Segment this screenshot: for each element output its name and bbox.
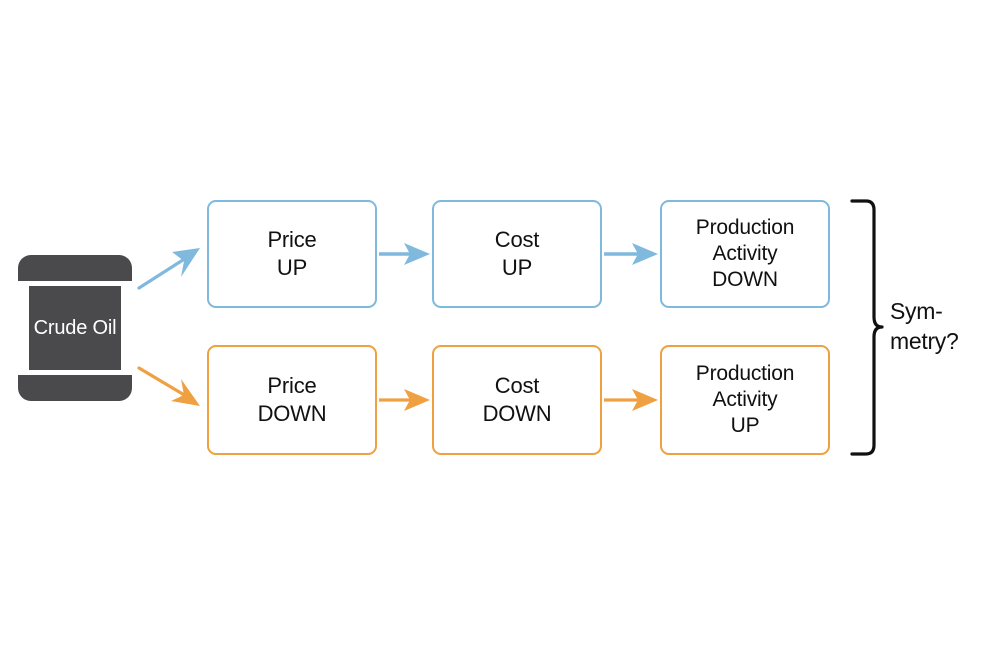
node-production-activity-down-label: Production Activity DOWN [695, 216, 795, 291]
barrel-top-rim [18, 255, 132, 281]
node-cost-up-label: Cost UP [494, 227, 540, 280]
right-curly-brace-icon [850, 199, 884, 456]
node-price-down[interactable]: Price DOWN [207, 345, 377, 455]
node-production-activity-up[interactable]: Production Activity UP [660, 345, 830, 455]
arrow-cost-down-to-production-up [604, 389, 658, 411]
node-cost-down[interactable]: Cost DOWN [432, 345, 602, 455]
node-production-activity-down[interactable]: Production Activity DOWN [660, 200, 830, 308]
oil-barrel-icon: Crude Oil [18, 255, 132, 401]
crude-oil-label: Crude Oil [33, 316, 117, 339]
node-production-activity-up-label: Production Activity UP [695, 362, 795, 437]
node-price-up-label: Price UP [267, 227, 317, 280]
diagonal-up-arrow [137, 248, 200, 290]
node-price-up[interactable]: Price UP [207, 200, 377, 308]
arrow-price-up-to-cost-up [379, 243, 430, 265]
node-cost-up[interactable]: Cost UP [432, 200, 602, 308]
diagonal-down-arrow [137, 366, 200, 406]
barrel-bottom-rim [18, 375, 132, 401]
node-price-down-label: Price DOWN [257, 373, 327, 426]
barrel-body: Crude Oil [29, 286, 121, 370]
arrow-price-down-to-cost-down [379, 389, 430, 411]
arrow-cost-up-to-production-down [604, 243, 658, 265]
node-cost-down-label: Cost DOWN [482, 373, 552, 426]
symmetry-annotation-label: Sym- metry? [890, 298, 959, 354]
